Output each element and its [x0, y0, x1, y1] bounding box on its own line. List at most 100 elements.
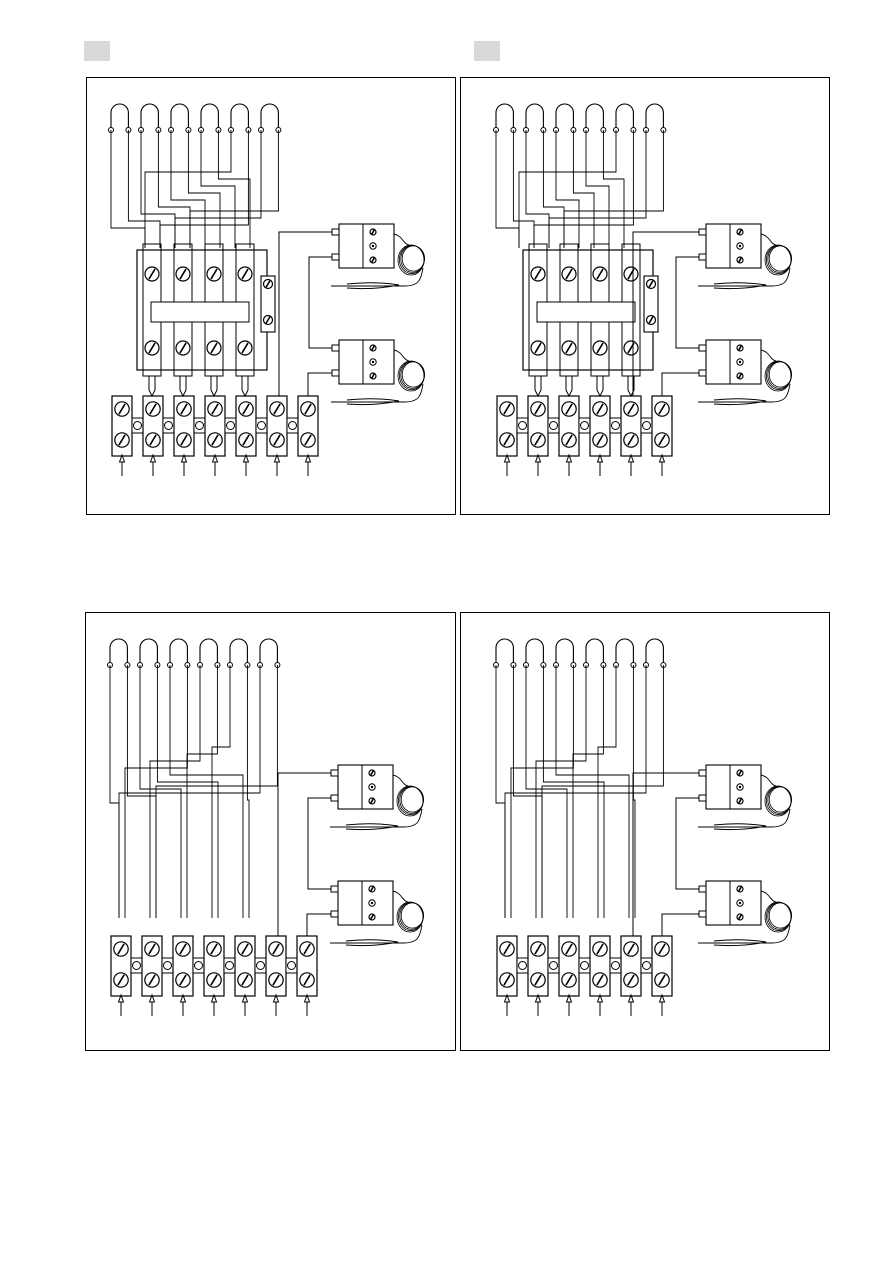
terminal-bridge-hole [289, 422, 297, 430]
thermostat-knob-center [372, 245, 374, 247]
switch-output-wire [242, 376, 248, 396]
thermostat-body [338, 881, 393, 925]
heater-element [616, 104, 633, 130]
thermostat-tab [332, 229, 339, 235]
capillary-tube [393, 775, 408, 786]
heater-wire [218, 130, 250, 248]
thermostat-tab [331, 911, 338, 917]
thermostat-body [706, 765, 761, 809]
heater-wire [190, 130, 278, 248]
diagram-top-right [494, 104, 792, 476]
terminal-bridge-hole [227, 422, 235, 430]
thermostat-tab [699, 770, 706, 776]
thermostat-body [338, 765, 393, 809]
heater-element [111, 104, 128, 130]
thermostat-tab [699, 795, 706, 801]
terminal-bridge-hole [612, 422, 620, 430]
thermostat-knob-center [371, 786, 373, 788]
heater-element [200, 639, 217, 665]
terminal-bridge-hole [643, 422, 651, 430]
heater-wire [496, 665, 505, 918]
heater-wire [128, 130, 160, 248]
thermostat-tab [332, 370, 339, 376]
heater-wire [127, 665, 156, 918]
capillary-tube [761, 891, 776, 902]
capillary-coil [402, 246, 424, 271]
heater-wire [603, 130, 624, 248]
terminal-bridge-hole [258, 422, 266, 430]
switch-output-wire [180, 376, 186, 396]
heater-element [556, 104, 573, 130]
thermostat-tab [699, 254, 706, 260]
thermostat-tab [699, 370, 706, 376]
heater-element [526, 104, 543, 130]
heater-element [261, 104, 278, 130]
thermostat-tab [699, 345, 706, 351]
thermostat-body [706, 224, 761, 268]
thermostat-knob-center [372, 361, 374, 363]
heater-element [586, 639, 603, 665]
heater-wire [542, 665, 663, 918]
heater-element [230, 639, 247, 665]
heater-element [586, 104, 603, 130]
heater-wire [598, 665, 616, 918]
diagram-bottom-left [85, 612, 456, 1051]
terminal-bridge-hole [519, 962, 527, 970]
thermostat-wire [662, 914, 699, 936]
diagram-top-right [460, 77, 830, 515]
capillary-coil [769, 903, 791, 928]
thermostat-wire [307, 914, 331, 936]
terminal-bridge-hole [134, 422, 142, 430]
switch-output-wire [149, 376, 155, 396]
terminal-bridge-hole [581, 422, 589, 430]
heater-element [646, 104, 663, 130]
terminal-bridge-hole [643, 962, 651, 970]
diagram-top-left [109, 104, 425, 476]
diagram-top-left [86, 77, 456, 515]
capillary-tube [394, 350, 409, 361]
terminal-bridge-hole [612, 962, 620, 970]
heater-wire [526, 665, 567, 918]
capillary-tube [393, 891, 408, 902]
thermostat-body [706, 881, 761, 925]
section-tag-right [474, 41, 500, 61]
thermostat-tab [331, 795, 338, 801]
thermostat-wire [662, 373, 699, 396]
thermostat-wire [676, 798, 699, 889]
thermostat-wire [278, 773, 331, 936]
terminal-bridge-hole [550, 962, 558, 970]
diagram-bottom-left-svg [86, 613, 455, 1050]
heater-element [496, 104, 513, 130]
heater-element [171, 104, 188, 130]
heater-wire [496, 130, 519, 248]
heater-wire [212, 665, 230, 918]
terminal-bridge-hole [195, 962, 203, 970]
capillary-coil [769, 246, 791, 271]
thermostat-wire [676, 257, 699, 348]
heater-wire [187, 665, 217, 918]
capillary-coil [769, 362, 791, 387]
capillary-tube [394, 234, 409, 245]
heater-element [170, 639, 187, 665]
thermostat-tab [699, 886, 706, 892]
thermostat-knob-center [739, 245, 741, 247]
thermostat-body [339, 340, 394, 384]
heater-wire [543, 130, 564, 248]
thermostat-body [339, 224, 394, 268]
capillary-coil [401, 787, 423, 812]
heater-element [526, 639, 543, 665]
terminal-bridge-hole [581, 962, 589, 970]
heater-element [141, 104, 158, 130]
terminal-bridge-hole [196, 422, 204, 430]
thermostat-tab [332, 254, 339, 260]
terminal-bridge-hole [164, 962, 172, 970]
heater-wire [140, 665, 181, 918]
heater-element [140, 639, 157, 665]
switch-label-plate [537, 302, 635, 322]
capillary-tube [761, 350, 776, 361]
heater-element [646, 639, 663, 665]
heater-element [201, 104, 218, 130]
heater-wire [156, 665, 277, 918]
diagram-top-right-svg [461, 78, 829, 514]
